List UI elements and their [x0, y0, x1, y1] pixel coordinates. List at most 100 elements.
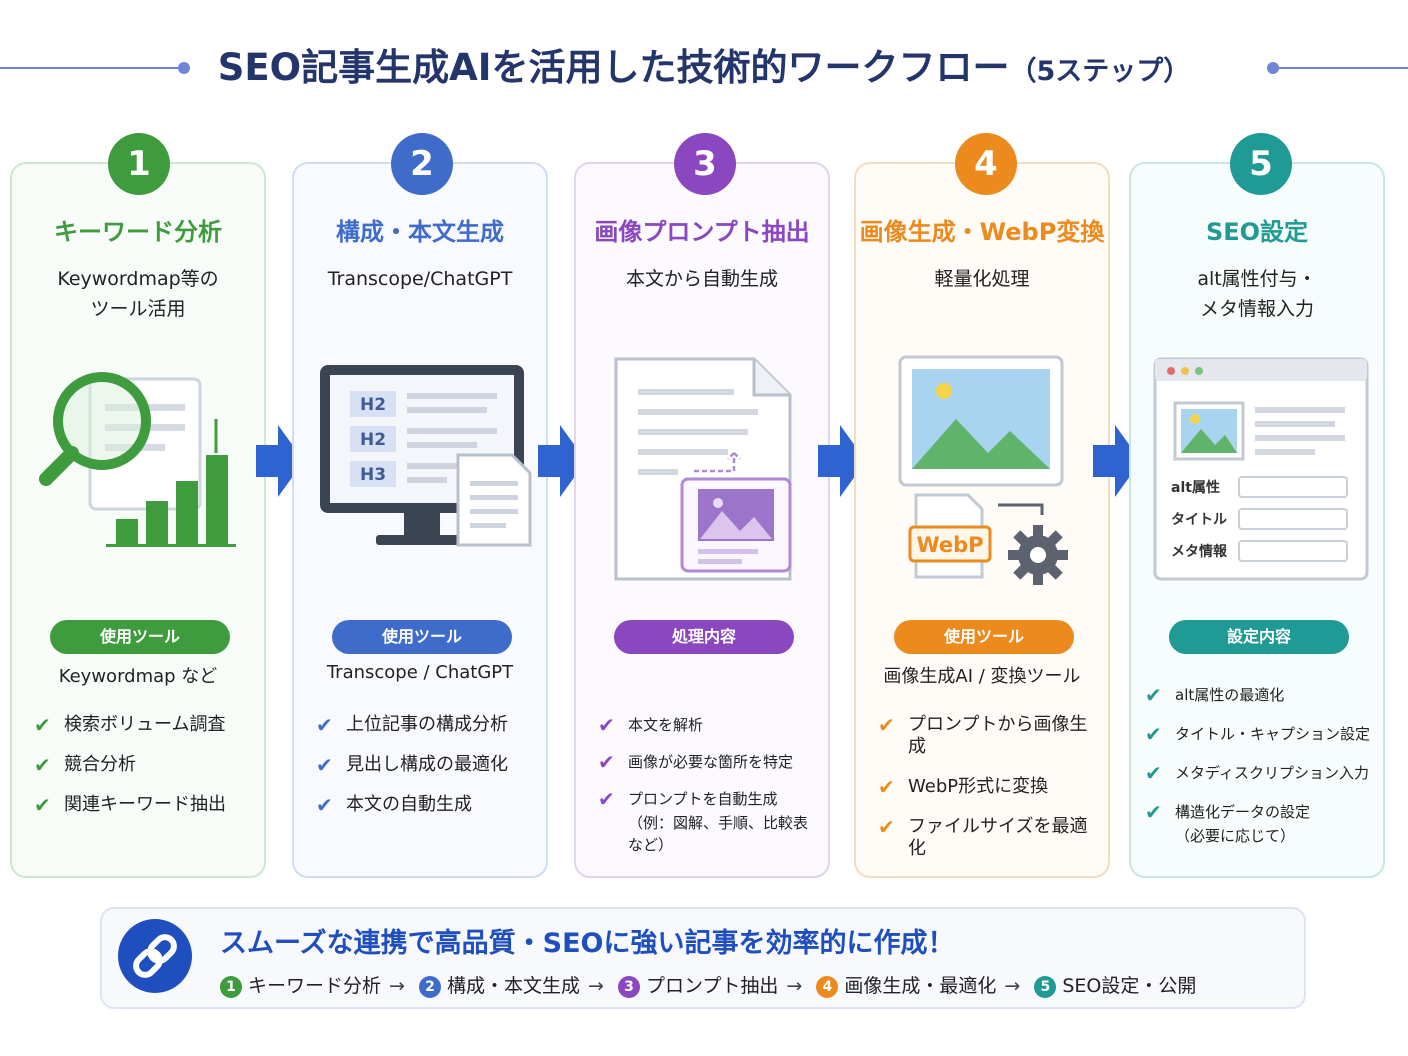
list-item: ✔検索ボリューム調査 [34, 713, 226, 737]
arrow-right-icon [818, 425, 866, 497]
heading-marker: H2 [360, 430, 386, 450]
check-list: ✔alt属性の最適化 ✔タイトル・キャプション設定 ✔メタディスクリプション入力… [1145, 684, 1375, 862]
step-badge-4: 4 [955, 133, 1017, 195]
flow-step-number: 5 [1034, 976, 1057, 998]
list-item: ✔メタディスクリプション入力 [1145, 761, 1369, 785]
field-label: メタ情報 [1171, 543, 1228, 560]
check-list: ✔上位記事の構成分析 ✔見出し構成の最適化 ✔本文の自動生成 [316, 714, 538, 834]
list-item: ✔本文の自動生成 [316, 793, 472, 817]
step-subtitle: 本文から自動生成 [625, 268, 778, 290]
list-item: ✔本文を解析 [598, 713, 704, 737]
flow-step-label: 画像生成・最適化 [844, 975, 997, 997]
seo-settings-illustration-icon: alt属性 タイトル メタ情報 [1153, 357, 1369, 581]
step-subtitle: alt属性付与・ メタ情報入力 [1197, 268, 1317, 320]
step-card-3: 画像プロンプト抽出 本文から自動生成 処理内容 ✔本文を解析 ✔画像が必要な箇所… [574, 162, 830, 878]
list-item: ✔ファイルサイズを最適化 [878, 815, 1088, 859]
step-title: SEO設定 [1205, 218, 1309, 246]
check-list: ✔プロンプトから画像生成 ✔WebP形式に変換 ✔ファイルサイズを最適化 [878, 714, 1100, 878]
step-title: 画像生成・WebP変換 [859, 218, 1105, 246]
flow-step-number: 3 [617, 976, 640, 998]
tool-name: 画像生成AI / 変換ツール [883, 666, 1081, 687]
tool-name: Keywordmap など [58, 666, 218, 687]
list-item: ✔プロンプトから画像生成 [878, 713, 1088, 757]
title-left-dot [178, 62, 190, 74]
arrow-right-icon [1093, 425, 1141, 497]
check-icon: ✔ [34, 713, 51, 737]
tools-pill: 使用ツール [894, 620, 1074, 654]
tool-name: Transcope / ChatGPT [326, 662, 514, 683]
list-note: （例：図解、手順、比較表など） [628, 814, 809, 854]
check-icon: ✔ [878, 815, 895, 839]
check-icon: ✔ [316, 793, 333, 817]
check-icon: ✔ [598, 750, 615, 774]
prompt-extraction-illustration-icon [614, 357, 792, 581]
check-icon: ✔ [598, 787, 615, 811]
page-title: SEO記事生成AIを活用した技術的ワークフロー（5ステップ） [217, 46, 1191, 89]
tools-pill: 使用ツール [50, 620, 230, 654]
list-item: ✔WebP形式に変換 [878, 775, 1049, 799]
flow-step-number: 2 [418, 976, 441, 998]
step-subtitle: Transcope/ChatGPT [327, 268, 513, 290]
list-item: ✔プロンプトを自動生成（例：図解、手順、比較表など） [598, 788, 820, 856]
flow-step-label: プロンプト抽出 [645, 975, 779, 997]
tools-pill: 使用ツール [332, 620, 512, 654]
settings-pill: 設定内容 [1169, 620, 1349, 654]
step-subtitle: 軽量化処理 [934, 268, 1030, 290]
flow-arrow: → [1004, 975, 1021, 997]
step-badge-3: 3 [674, 133, 736, 195]
list-note: （必要に応じて） [1175, 827, 1296, 845]
check-icon: ✔ [878, 713, 895, 737]
step-subtitle: Keywordmap等の ツール活用 [57, 268, 219, 320]
link-icon [118, 919, 192, 993]
step-title: 画像プロンプト抽出 [594, 218, 810, 246]
step-card-5: SEO設定 alt属性付与・ メタ情報入力 alt属性 タイトル メタ情報 設定… [1129, 162, 1385, 878]
list-item: ✔画像が必要な箇所を特定 [598, 750, 794, 774]
check-icon: ✔ [316, 713, 333, 737]
flow-step-label: キーワード分析 [248, 975, 382, 997]
monitor-document-illustration-icon: H2 H2 H3 [320, 365, 532, 547]
title-left-line [0, 67, 180, 69]
heading-marker: H2 [360, 395, 386, 415]
check-icon: ✔ [1145, 722, 1162, 746]
field-label: alt属性 [1171, 479, 1220, 496]
title-row: SEO記事生成AIを活用した技術的ワークフロー（5ステップ） [0, 38, 1408, 98]
check-icon: ✔ [598, 713, 615, 737]
step-title: キーワード分析 [54, 218, 222, 246]
check-icon: ✔ [34, 793, 51, 817]
webp-label: WebP [916, 533, 983, 557]
step-badge-5: 5 [1230, 133, 1292, 195]
step-card-4: 画像生成・WebP変換 軽量化処理 WebP 使用ツール 画像生成AI / 変換… [854, 162, 1110, 878]
step-badge-2: 2 [391, 133, 453, 195]
list-item: ✔競合分析 [34, 753, 136, 777]
list-item: ✔alt属性の最適化 [1145, 683, 1285, 707]
flow-arrow: → [588, 975, 604, 997]
step-title: 構成・本文生成 [336, 218, 504, 246]
flow-step-number: 4 [816, 976, 839, 998]
title-right-dot [1267, 62, 1279, 74]
check-list: ✔本文を解析 ✔画像が必要な箇所を特定 ✔プロンプトを自動生成（例：図解、手順、… [598, 714, 820, 871]
flow-arrow: → [389, 975, 405, 997]
check-icon: ✔ [1145, 800, 1162, 824]
check-list: ✔検索ボリューム調査 ✔競合分析 ✔関連キーワード抽出 [34, 714, 256, 834]
title-right-line [1277, 67, 1408, 69]
check-icon: ✔ [316, 753, 333, 777]
arrow-right-icon [538, 425, 586, 497]
field-label: タイトル [1171, 512, 1227, 528]
list-item: ✔上位記事の構成分析 [316, 713, 508, 737]
flow-arrow: → [786, 975, 803, 997]
check-icon: ✔ [878, 775, 895, 799]
step-card-1: キーワード分析 Keywordmap等の ツール活用 使用ツール Keyword… [10, 162, 266, 878]
arrow-right-icon [256, 425, 304, 497]
image-webp-illustration-icon: WebP [898, 355, 1068, 585]
list-item: ✔関連キーワード抽出 [34, 793, 226, 817]
list-item: ✔構造化データの設定（必要に応じて） [1145, 801, 1375, 847]
list-item: ✔見出し構成の最適化 [316, 753, 508, 777]
heading-marker: H3 [360, 465, 386, 485]
list-item: ✔タイトル・キャプション設定 [1145, 722, 1371, 746]
keyword-analysis-illustration-icon [39, 372, 236, 547]
process-pill: 処理内容 [614, 620, 794, 654]
banner-headline: スムーズな連携で高品質・SEOに強い記事を効率的に作成！ [220, 928, 955, 959]
check-icon: ✔ [1145, 683, 1162, 707]
